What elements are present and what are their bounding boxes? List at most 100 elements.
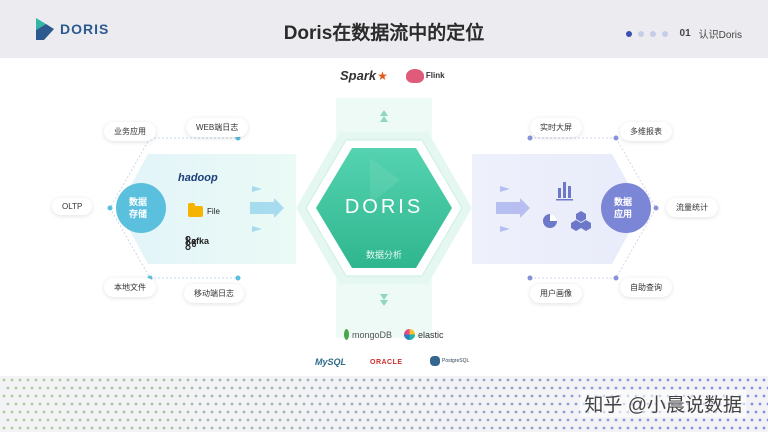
doris-hexagon[interactable] xyxy=(316,148,452,268)
pattern-dot xyxy=(42,378,46,382)
pattern-dot xyxy=(510,402,514,406)
pattern-dot xyxy=(122,394,126,398)
pattern-dot xyxy=(214,418,218,422)
pattern-dot xyxy=(338,394,342,398)
pattern-dot xyxy=(50,410,54,414)
pattern-dot xyxy=(210,378,214,382)
pattern-dot xyxy=(202,378,206,382)
pattern-dot xyxy=(438,418,442,422)
pattern-dot xyxy=(506,426,510,430)
pattern-dot xyxy=(458,394,462,398)
pattern-dot xyxy=(362,410,366,414)
pattern-dot xyxy=(370,378,374,382)
label-self-query: 自助查询 xyxy=(620,278,672,297)
pattern-dot xyxy=(262,418,266,422)
pattern-dot xyxy=(222,386,226,390)
pattern-dot xyxy=(578,378,582,382)
pattern-dot xyxy=(274,426,278,430)
pattern-dot xyxy=(266,410,270,414)
pattern-dot xyxy=(578,426,582,430)
pattern-dot xyxy=(562,394,566,398)
pattern-dot xyxy=(10,426,14,430)
pattern-dot xyxy=(534,402,538,406)
pattern-dot xyxy=(14,386,18,390)
vertical-flow-arrows xyxy=(380,110,388,306)
pattern-dot xyxy=(58,410,62,414)
pattern-dot xyxy=(426,394,430,398)
pattern-dot xyxy=(538,426,542,430)
pattern-dot xyxy=(454,418,458,422)
pattern-dot xyxy=(22,418,26,422)
pattern-dot xyxy=(626,378,630,382)
pattern-dot xyxy=(298,410,302,414)
pattern-dot xyxy=(738,426,742,430)
pattern-dot xyxy=(102,402,106,406)
doris-center-subtitle: 数据分析 xyxy=(365,250,402,260)
pattern-dot xyxy=(478,402,482,406)
pager-dot[interactable] xyxy=(637,30,644,37)
pattern-dot xyxy=(138,378,142,382)
pager-dot[interactable] xyxy=(661,30,668,37)
pattern-dot xyxy=(18,394,22,398)
pattern-dot xyxy=(162,410,166,414)
data-application-circle[interactable] xyxy=(601,183,651,233)
doris-logo-icon xyxy=(36,18,54,40)
pattern-dot xyxy=(702,386,706,390)
pattern-dot xyxy=(514,378,518,382)
pattern-dot xyxy=(718,418,722,422)
pattern-dot xyxy=(110,386,114,390)
pattern-dot xyxy=(198,402,202,406)
pattern-dot xyxy=(338,378,342,382)
pattern-dot xyxy=(230,386,234,390)
pattern-dot xyxy=(562,378,566,382)
pattern-dot xyxy=(758,386,762,390)
pattern-dot xyxy=(170,394,174,398)
pattern-dot xyxy=(74,426,78,430)
pattern-dot xyxy=(378,394,382,398)
label-realtime-dashboard: 实时大屏 xyxy=(530,118,582,137)
pattern-dot xyxy=(446,402,450,406)
pattern-dot xyxy=(750,402,754,406)
pattern-dot xyxy=(762,394,766,398)
pattern-dot xyxy=(270,386,274,390)
pattern-dot xyxy=(638,418,642,422)
data-storage-circle[interactable] xyxy=(116,183,166,233)
pattern-dot xyxy=(238,402,242,406)
pattern-dot xyxy=(670,418,674,422)
pattern-dot xyxy=(358,418,362,422)
section-label: 认识Doris xyxy=(698,30,742,41)
pattern-dot xyxy=(322,426,326,430)
pattern-dot xyxy=(230,402,234,406)
pattern-dot xyxy=(334,418,338,422)
pattern-dot xyxy=(2,378,6,382)
pattern-dot xyxy=(386,394,390,398)
pattern-dot xyxy=(506,394,510,398)
pattern-dot xyxy=(82,378,86,382)
pattern-dot xyxy=(458,426,462,430)
pager-dot[interactable] xyxy=(649,30,656,37)
pattern-dot xyxy=(358,402,362,406)
pattern-dot xyxy=(590,386,594,390)
pattern-dot xyxy=(166,418,170,422)
pattern-dot xyxy=(410,426,414,430)
pattern-dot xyxy=(506,378,510,382)
pattern-dot xyxy=(398,418,402,422)
pattern-dot xyxy=(738,378,742,382)
pattern-dot xyxy=(2,426,6,430)
mongodb-logo-text: mongoDB xyxy=(352,329,393,340)
pattern-dot xyxy=(258,426,262,430)
pattern-dot xyxy=(6,402,10,406)
pattern-dot xyxy=(502,402,506,406)
pattern-dot xyxy=(310,402,314,406)
pattern-dot xyxy=(478,386,482,390)
pattern-dot xyxy=(150,386,154,390)
spark-star-icon: ★ xyxy=(377,68,388,83)
pattern-dot xyxy=(482,410,486,414)
pattern-dot xyxy=(482,378,486,382)
header-bar: DORIS Doris在数据流中的定位 01 认识Doris xyxy=(0,0,768,58)
pattern-dot xyxy=(2,410,6,414)
pattern-dot xyxy=(498,378,502,382)
pager-dot-active[interactable] xyxy=(625,30,632,37)
pattern-dot xyxy=(674,378,678,382)
pattern-dot xyxy=(554,410,558,414)
